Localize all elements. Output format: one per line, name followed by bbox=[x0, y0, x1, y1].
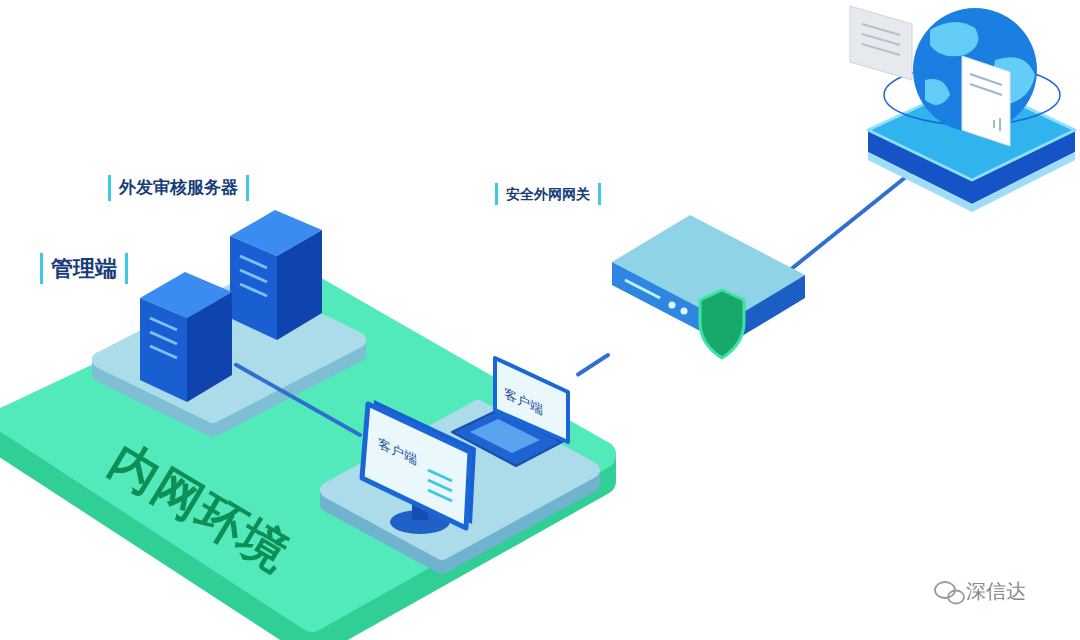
wechat-icon bbox=[935, 582, 964, 604]
server-vents bbox=[150, 318, 177, 358]
gateway-light-bar bbox=[625, 280, 660, 298]
node-label: 客户端 bbox=[504, 386, 543, 418]
server-front bbox=[230, 236, 277, 340]
screen-lines bbox=[428, 470, 452, 501]
globe-land bbox=[930, 22, 978, 56]
node-label: 客户端 bbox=[378, 436, 417, 468]
intranet-region: 内网环境外发审核服务器管理端客户端客户端 bbox=[0, 285, 610, 640]
admin-server: 管理端 bbox=[136, 268, 236, 405]
globe-land bbox=[925, 79, 950, 105]
monitor-client: 客户端 bbox=[360, 400, 475, 535]
network-link bbox=[578, 355, 608, 375]
audit-server: 外发审核服务器 bbox=[226, 208, 324, 343]
server-side bbox=[277, 230, 322, 340]
monitor-screen bbox=[362, 404, 470, 528]
watermark: 深信达 bbox=[966, 578, 1026, 605]
node-label: 外发审核服务器 bbox=[108, 175, 249, 201]
gateway-led bbox=[681, 308, 688, 315]
server-side bbox=[187, 292, 232, 402]
gateway-led bbox=[669, 302, 676, 309]
document-lines bbox=[862, 24, 900, 55]
security-gateway: 安全外网网关 bbox=[608, 212, 808, 368]
server-front bbox=[140, 298, 187, 402]
uplink-wire bbox=[790, 172, 912, 270]
document-sheet bbox=[850, 6, 912, 80]
region-title: 内网环境 bbox=[100, 432, 300, 582]
node-label: 安全外网网关 bbox=[495, 183, 601, 205]
document-lines bbox=[970, 74, 1002, 131]
shield-icon bbox=[700, 290, 744, 358]
document-sheet bbox=[962, 56, 1010, 146]
laptop-screen bbox=[495, 358, 568, 442]
network-link bbox=[236, 365, 360, 435]
node-label: 管理端 bbox=[40, 253, 128, 284]
server-vents bbox=[240, 256, 267, 296]
region-top bbox=[8, 282, 602, 618]
laptop-client: 客户端 bbox=[452, 356, 578, 475]
